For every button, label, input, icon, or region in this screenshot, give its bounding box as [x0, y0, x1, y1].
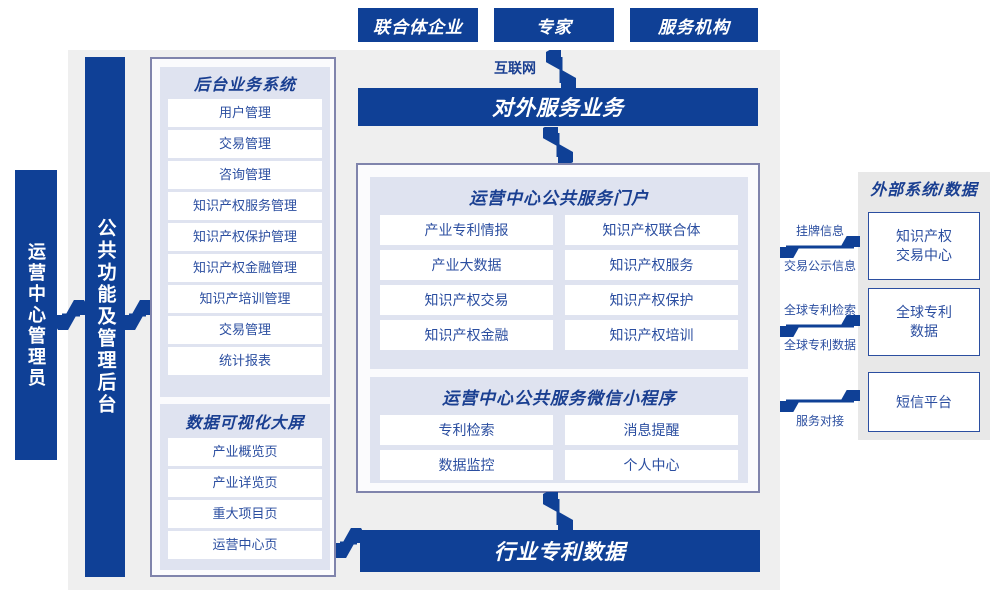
backend-item[interactable]: 咨询管理 — [168, 161, 322, 189]
external-connector-2-arrow-icon — [772, 302, 868, 350]
public-portal-title: 运营中心公共服务门户 — [469, 189, 649, 208]
backend-panel: 后台业务系统 用户管理 交易管理 咨询管理 知识产权服务管理 知识产权保护管理 … — [150, 57, 336, 577]
external-connector-2-label-below: 全球专利数据 — [783, 338, 856, 352]
backend-item[interactable]: 统计报表 — [168, 347, 322, 375]
backend-to-patentdata-arrow-icon — [327, 519, 370, 567]
backend-item[interactable]: 知识产权金融管理 — [168, 254, 322, 282]
external-connector-3-arrow-icon — [772, 377, 868, 425]
backend-item[interactable]: 用户管理 — [168, 99, 322, 127]
dataviz-item[interactable]: 产业详览页 — [168, 469, 322, 497]
portal-item[interactable]: 知识产权服务 — [565, 250, 738, 280]
internet-label: 互联网 — [494, 60, 536, 76]
miniprogram-item[interactable]: 专利检索 — [380, 415, 553, 445]
backend-item[interactable]: 知识产权服务管理 — [168, 192, 322, 220]
portal-item[interactable]: 知识产权培训 — [565, 320, 738, 350]
external-connector-2-label-above: 全球专利检索 — [783, 303, 856, 317]
portal-to-patentdata-arrow-icon — [534, 485, 582, 539]
operator-role-label: 运营中心管理员 — [26, 241, 46, 389]
portal-item[interactable]: 知识产权联合体 — [565, 215, 738, 245]
service-to-portal-arrow-icon — [534, 119, 582, 171]
common-function-admin-label: 公共功能及管理后台 — [94, 218, 116, 416]
backend-item[interactable]: 知识产培训管理 — [168, 285, 322, 313]
portal-item[interactable]: 产业专利情报 — [380, 215, 553, 245]
actor-label-consortium-enterprise: 联合体企业 — [373, 17, 463, 37]
backend-item[interactable]: 交易管理 — [168, 130, 322, 158]
internet-arrow-up-down-icon — [537, 43, 585, 97]
mini-program-group: 运营中心公共服务微信小程序 专利检索 消息提醒 数据监控 个人中心 — [370, 377, 748, 483]
backend-item[interactable]: 知识产权保护管理 — [168, 223, 322, 251]
public-portal-group: 运营中心公共服务门户 产业专利情报 知识产权联合体 产业大数据 知识产权服务 知… — [370, 177, 748, 369]
backend-business-system-title: 后台业务系统 — [193, 77, 296, 94]
portal-item[interactable]: 知识产权交易 — [380, 285, 553, 315]
dataviz-item[interactable]: 产业概览页 — [168, 438, 322, 466]
backend-business-system-group: 后台业务系统 用户管理 交易管理 咨询管理 知识产权服务管理 知识产权保护管理 … — [160, 67, 330, 397]
external-box-global-patent-data[interactable]: 全球专利 数据 — [868, 288, 980, 356]
data-visualization-group: 数据可视化大屏 产业概览页 产业详览页 重大项目页 运营中心页 — [160, 404, 330, 570]
center-service-panel: 运营中心公共服务门户 产业专利情报 知识产权联合体 产业大数据 知识产权服务 知… — [356, 163, 760, 493]
external-systems-title: 外部系统/数据 — [870, 182, 978, 199]
actor-label-service-agency: 服务机构 — [658, 17, 730, 37]
actor-label-expert: 专家 — [536, 17, 572, 37]
miniprogram-item[interactable]: 消息提醒 — [565, 415, 738, 445]
miniprogram-item[interactable]: 数据监控 — [380, 450, 553, 480]
actor-box-expert[interactable]: 专家 — [494, 8, 614, 42]
common-function-admin-bar[interactable]: 公共功能及管理后台 — [85, 57, 125, 577]
mini-program-title: 运营中心公共服务微信小程序 — [442, 389, 676, 408]
role-to-backend-arrow-icon — [49, 291, 93, 339]
dataviz-item[interactable]: 重大项目页 — [168, 500, 322, 528]
external-connector-3-label-below: 服务对接 — [795, 414, 844, 428]
miniprogram-item[interactable]: 个人中心 — [565, 450, 738, 480]
backend-item[interactable]: 交易管理 — [168, 316, 322, 344]
external-connector-1-label-below: 交易公示信息 — [783, 259, 856, 273]
data-visualization-title: 数据可视化大屏 — [185, 415, 305, 432]
external-service-business-label: 对外服务业务 — [492, 97, 624, 120]
external-connector-1-label-above: 挂牌信息 — [795, 224, 844, 238]
external-box-sms-platform[interactable]: 短信平台 — [868, 372, 980, 432]
common-to-backend-arrow-icon — [116, 291, 159, 339]
portal-item[interactable]: 知识产权保护 — [565, 285, 738, 315]
portal-item[interactable]: 知识产权金融 — [380, 320, 553, 350]
industry-patent-data-label: 行业专利数据 — [494, 541, 626, 564]
actor-box-service-agency[interactable]: 服务机构 — [630, 8, 758, 42]
portal-item[interactable]: 产业大数据 — [380, 250, 553, 280]
actor-box-consortium-enterprise[interactable]: 联合体企业 — [358, 8, 478, 42]
external-box-ip-trading-center[interactable]: 知识产权 交易中心 — [868, 212, 980, 280]
industry-patent-data-bar[interactable]: 行业专利数据 — [360, 530, 760, 572]
external-connector-1-arrow-icon — [772, 223, 868, 271]
external-service-business-bar[interactable]: 对外服务业务 — [358, 88, 758, 126]
operator-role-bar[interactable]: 运营中心管理员 — [15, 170, 57, 460]
dataviz-item[interactable]: 运营中心页 — [168, 531, 322, 559]
